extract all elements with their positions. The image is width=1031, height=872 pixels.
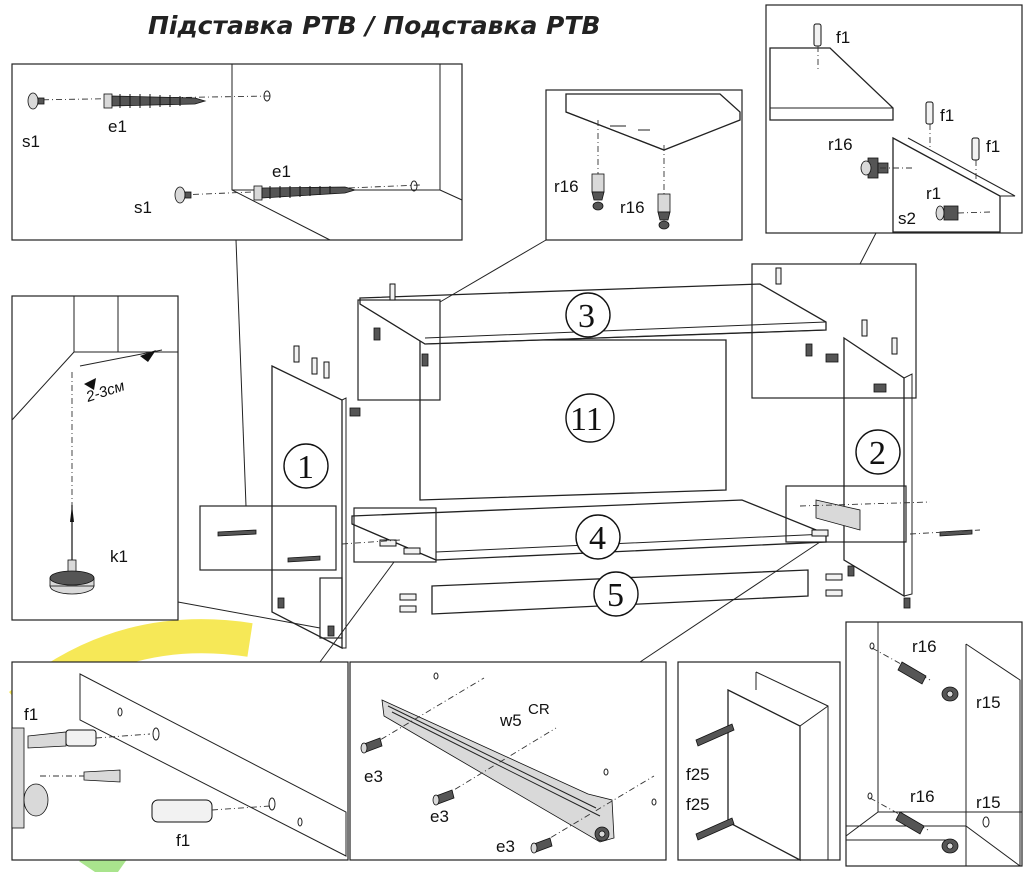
- part-number-4: 4: [575, 514, 621, 560]
- dowel-f1-icon: [151, 799, 213, 823]
- part-number-1: 1: [283, 443, 329, 489]
- label-r16: r16: [828, 135, 853, 154]
- screw-icon: [83, 769, 121, 783]
- cam-dowel-r16-icon: [895, 811, 925, 835]
- label-e3: e3: [496, 837, 515, 856]
- label-f1: f1: [176, 831, 190, 850]
- label-e1: e1: [272, 162, 291, 181]
- label-s1: s1: [134, 198, 152, 217]
- inset-k1: 2-3см k1: [11, 295, 179, 621]
- dowel-f1-icon: [27, 729, 97, 749]
- label-f1: f1: [836, 28, 850, 47]
- inset-r16: r16 r16: [545, 89, 743, 241]
- inset-f25: f25 f25: [677, 661, 841, 862]
- page-title: Підставка РТВ / Подставка РТВ: [148, 11, 600, 40]
- label-f1: f1: [986, 137, 1000, 156]
- label-w5-superscript: CR: [528, 701, 550, 718]
- screw-s1-icon: [174, 186, 192, 204]
- inset-r16-r15: r16 r15 r16 r15: [845, 621, 1023, 867]
- part-number-5: 5: [593, 571, 639, 617]
- screw-e1-icon: [103, 93, 207, 109]
- cam-icon: [11, 727, 49, 829]
- label-f1: f1: [24, 705, 38, 724]
- screw-e3-icon: [360, 737, 383, 754]
- svg-text:1: 1: [297, 449, 314, 486]
- screw-e1-icon: [253, 185, 357, 201]
- svg-text:11: 11: [570, 401, 603, 438]
- label-r16: r16: [912, 637, 937, 656]
- part-number-11: 11: [565, 393, 615, 443]
- glide-k1-icon: [49, 505, 95, 595]
- leader-lines: [177, 232, 877, 663]
- part-number-2: 2: [855, 429, 901, 475]
- inset-w5-e3: w5 CR e3 e3 e3: [349, 661, 667, 861]
- cam-dowel-r16-icon: [591, 173, 605, 211]
- screw-e3-icon: [432, 789, 455, 806]
- cam-dowel-r16-icon: [897, 661, 927, 685]
- label-r1: r1: [926, 184, 941, 203]
- label-f25: f25: [686, 795, 710, 814]
- label-e3: e3: [430, 807, 449, 826]
- dowel-f1-icon: [925, 101, 934, 150]
- label-f25: f25: [686, 765, 710, 784]
- label-r15: r15: [976, 693, 1001, 712]
- screw-f25-icon: [695, 817, 735, 841]
- label-r16: r16: [910, 787, 935, 806]
- cam-dowel-r16-icon: [657, 193, 671, 230]
- label-r16: r16: [554, 177, 579, 196]
- svg-text:5: 5: [607, 577, 624, 614]
- label-r16: r16: [620, 198, 645, 217]
- dowel-f1-icon: [813, 23, 822, 70]
- svg-text:2: 2: [869, 435, 886, 472]
- screw-e3-icon: [530, 837, 553, 854]
- part-number-3: 3: [565, 292, 611, 338]
- inset-s1-e1: s1 e1 e1 s1: [11, 63, 463, 241]
- cam-lock-r1-icon: [935, 205, 959, 221]
- label-w5: w5: [499, 711, 522, 730]
- cam-lock-r15-icon: [941, 838, 959, 854]
- screw-f25-icon: [695, 723, 735, 747]
- dowel-f1-icon: [971, 137, 980, 186]
- inset-f1-r16-r1-s2: f1 f1 f1 r16 r1 s2: [765, 4, 1023, 234]
- label-f1: f1: [940, 106, 954, 125]
- main-hardware-icons: [217, 267, 981, 637]
- inset-f1-dowels: f1 f1: [11, 661, 349, 861]
- main-assembly: 3 11 1 2 4 5: [199, 263, 981, 650]
- label-e1: e1: [108, 117, 127, 136]
- label-s1: s1: [22, 132, 40, 151]
- svg-text:4: 4: [589, 520, 606, 557]
- label-e3: e3: [364, 767, 383, 786]
- label-k1: k1: [110, 547, 128, 566]
- screw-s1-icon: [27, 92, 45, 110]
- label-s2: s2: [898, 209, 916, 228]
- label-r15: r15: [976, 793, 1001, 812]
- svg-text:3: 3: [578, 298, 595, 335]
- cam-lock-r15-icon: [941, 686, 959, 702]
